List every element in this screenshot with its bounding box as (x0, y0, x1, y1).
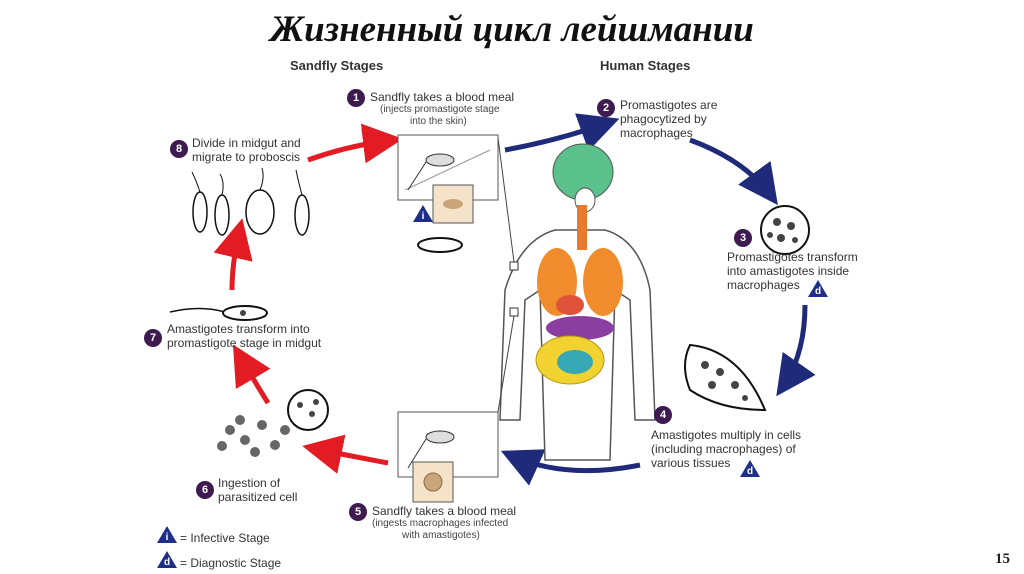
arrow-3-to-4 (776, 304, 816, 397)
legend-diagnostic-badge: d (157, 551, 177, 568)
svg-text:i: i (422, 211, 425, 222)
step-2-line2: phagocytized by (620, 112, 707, 126)
step-7-line1: Amastigotes transform into (167, 322, 310, 336)
legend-infective-badge: i (157, 526, 177, 543)
step-6-number: 6 (196, 481, 214, 499)
step-2-label: Promastigotes are phagocytized by macrop… (620, 98, 717, 140)
step-4-line2: (including macrophages) of (651, 442, 796, 456)
step-7-line2: promastigote stage in midgut (167, 336, 322, 350)
step-5-sub2: with amastigotes) (402, 530, 480, 541)
step-4-line1: Amastigotes multiply in cells (651, 428, 802, 442)
step-6-line2: parasitized cell (218, 490, 298, 504)
step-4-label: Amastigotes multiply in cells (including… (651, 428, 801, 470)
step-6-label: Ingestion of parasitized cell (218, 476, 297, 504)
step-3-line2: into amastigotes inside (727, 264, 850, 278)
human-body-figure (497, 137, 656, 461)
step-1-sub1: (injects promastigote stage (380, 104, 500, 115)
step-7-number: 7 (144, 329, 162, 347)
ingested-amastigote-cells (217, 389, 329, 457)
diagnostic-badge-step3: d (808, 280, 828, 297)
step-5-text: Sandfly takes a blood meal (372, 504, 517, 518)
step-1-sub2: into the skin) (410, 116, 467, 127)
step-6-line1: Ingestion of (218, 476, 281, 490)
arrow-6-to-7 (232, 344, 271, 405)
step-3-line1: Promastigotes transform (727, 250, 858, 264)
slide-title: Жизненный цикл лейшмании (270, 9, 754, 50)
promastigote-in-midgut (169, 305, 268, 321)
step-1-label: Sandfly takes a blood meal (injects prom… (370, 90, 514, 128)
step-3-label: Promastigotes transform into amastigotes… (727, 250, 858, 292)
arrow-8-to-1 (307, 123, 403, 164)
step-8-number: 8 (170, 140, 188, 158)
step-3-number: 3 (734, 229, 752, 247)
step-5-label: Sandfly takes a blood meal (ingests macr… (372, 504, 516, 542)
human-stages-header: Human Stages (600, 58, 691, 73)
step-2-number: 2 (597, 99, 615, 117)
step-2-line3: macrophages (620, 126, 693, 140)
diagnostic-badge-step4: d (740, 460, 760, 477)
step-4-number: 4 (654, 406, 672, 424)
dividing-promastigotes (191, 167, 310, 236)
step-3-line3: macrophages (727, 278, 800, 292)
step-4-line3: various tissues (651, 456, 731, 470)
legend-infective-stage: = Infective Stage (180, 531, 270, 545)
arrow-4-to-5 (500, 449, 641, 486)
step-8-line2: migrate to proboscis (192, 150, 301, 164)
svg-text:d: d (164, 557, 170, 568)
svg-text:d: d (815, 286, 821, 297)
svg-text:i: i (166, 532, 169, 543)
arrow-5-to-6 (302, 434, 389, 474)
injected-promastigote (417, 237, 463, 253)
step-7-label: Amastigotes transform into promastigote … (167, 322, 321, 350)
step-8-label: Divide in midgut and migrate to probosci… (192, 136, 301, 164)
arrow-1-to-2 (504, 113, 620, 153)
step-1-text: Sandfly takes a blood meal (370, 90, 515, 104)
arrow-7-to-8 (213, 218, 253, 291)
step-8-line1: Divide in midgut and (192, 136, 301, 150)
step-5-sub1: (ingests macrophages infected (372, 518, 509, 529)
svg-text:d: d (747, 466, 753, 477)
sandfly-feeding-box-top (397, 134, 499, 224)
step-2-line1: Promastigotes are (620, 98, 718, 112)
sandfly-feeding-box-bottom (397, 411, 499, 503)
macrophage-with-amastigotes (760, 205, 810, 255)
infective-badge-step1: i (413, 205, 433, 222)
sandfly-stages-header: Sandfly Stages (290, 58, 384, 73)
step-5-number: 5 (349, 503, 367, 521)
infected-tissue-cell (684, 343, 767, 412)
arrow-2-to-3 (689, 137, 778, 206)
page-number: 15 (995, 551, 1010, 567)
step-1-number: 1 (347, 89, 365, 107)
legend-diagnostic-stage: = Diagnostic Stage (180, 556, 282, 570)
